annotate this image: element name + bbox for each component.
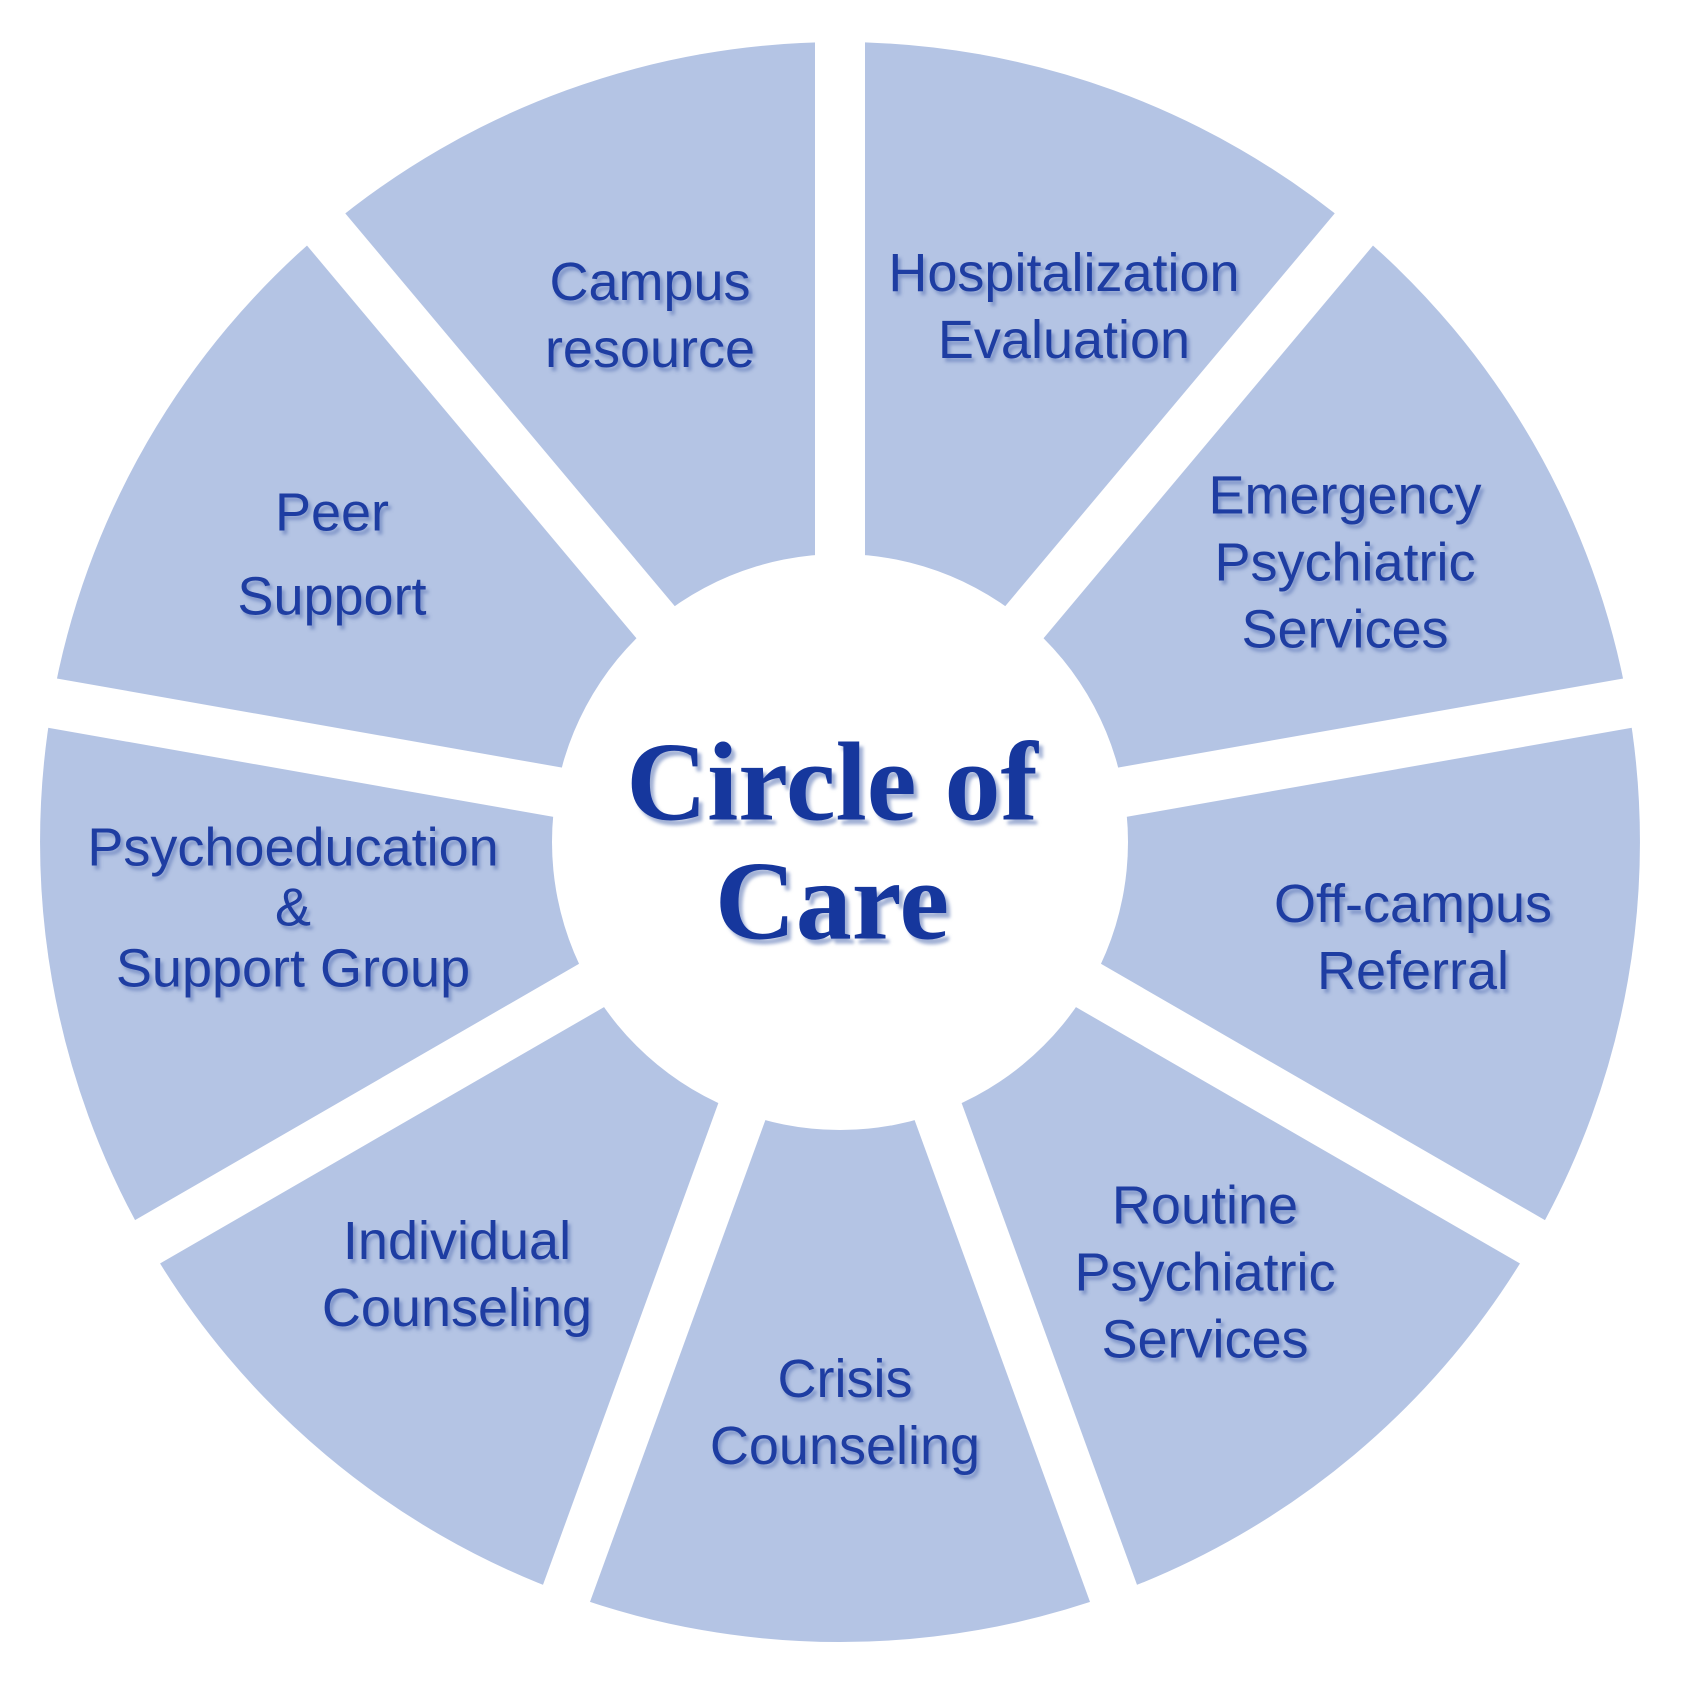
diagram-title-line: Circle of (626, 720, 1038, 845)
label-line: Evaluation (937, 310, 1191, 370)
segment-label-hospitalization-evaluation: Hospitalization Evaluation (888, 240, 1239, 374)
label-line: Hospitalization (888, 243, 1240, 304)
label-line: & (274, 877, 312, 938)
label-line: Counseling (321, 1278, 593, 1338)
segment-label-psychoeducation-support-group: Psychoeducation & Support Group (87, 817, 498, 998)
label-line: Referral (1316, 941, 1510, 1001)
segment-label-crisis-counseling: Crisis Counseling (710, 1346, 980, 1480)
label-line: Psychiatric (1074, 1242, 1336, 1303)
label-line: Routine (1111, 1175, 1299, 1236)
segment-label-routine-psychiatric-services: Routine Psychiatric Services (1074, 1173, 1335, 1374)
diagram-title: Circle of Care (626, 723, 1038, 960)
label-line: Crisis (777, 1349, 913, 1410)
label-line: Services (1241, 599, 1449, 660)
segment-label-campus-resource: Campus resource (545, 249, 755, 383)
label-line: Off-campus (1273, 874, 1553, 935)
label-line: Campus (549, 252, 751, 313)
label-line: Individual (342, 1211, 572, 1272)
label-line: Support (237, 566, 427, 626)
label-line: Psychoeducation (87, 817, 499, 878)
segment-label-individual-counseling: Individual Counseling (322, 1208, 592, 1342)
segment-label-emergency-psychiatric-services: Emergency Psychiatric Services (1208, 463, 1481, 664)
label-line: Psychiatric (1214, 532, 1476, 593)
segment-label-off-campus-referral: Off-campus Referral (1274, 871, 1552, 1005)
label-line: resource (544, 319, 756, 379)
label-line: Peer (274, 482, 390, 543)
label-line: Support Group (115, 938, 471, 999)
wedge-crisis-counseling (566, 842, 1114, 1643)
center-circle (552, 554, 1128, 1130)
label-line: Services (1101, 1309, 1309, 1370)
label-line: Counseling (709, 1416, 981, 1476)
label-line: Emergency (1208, 465, 1482, 526)
segment-label-peer-support: Peer Support (237, 471, 426, 638)
diagram-title-line: Care (714, 839, 950, 963)
